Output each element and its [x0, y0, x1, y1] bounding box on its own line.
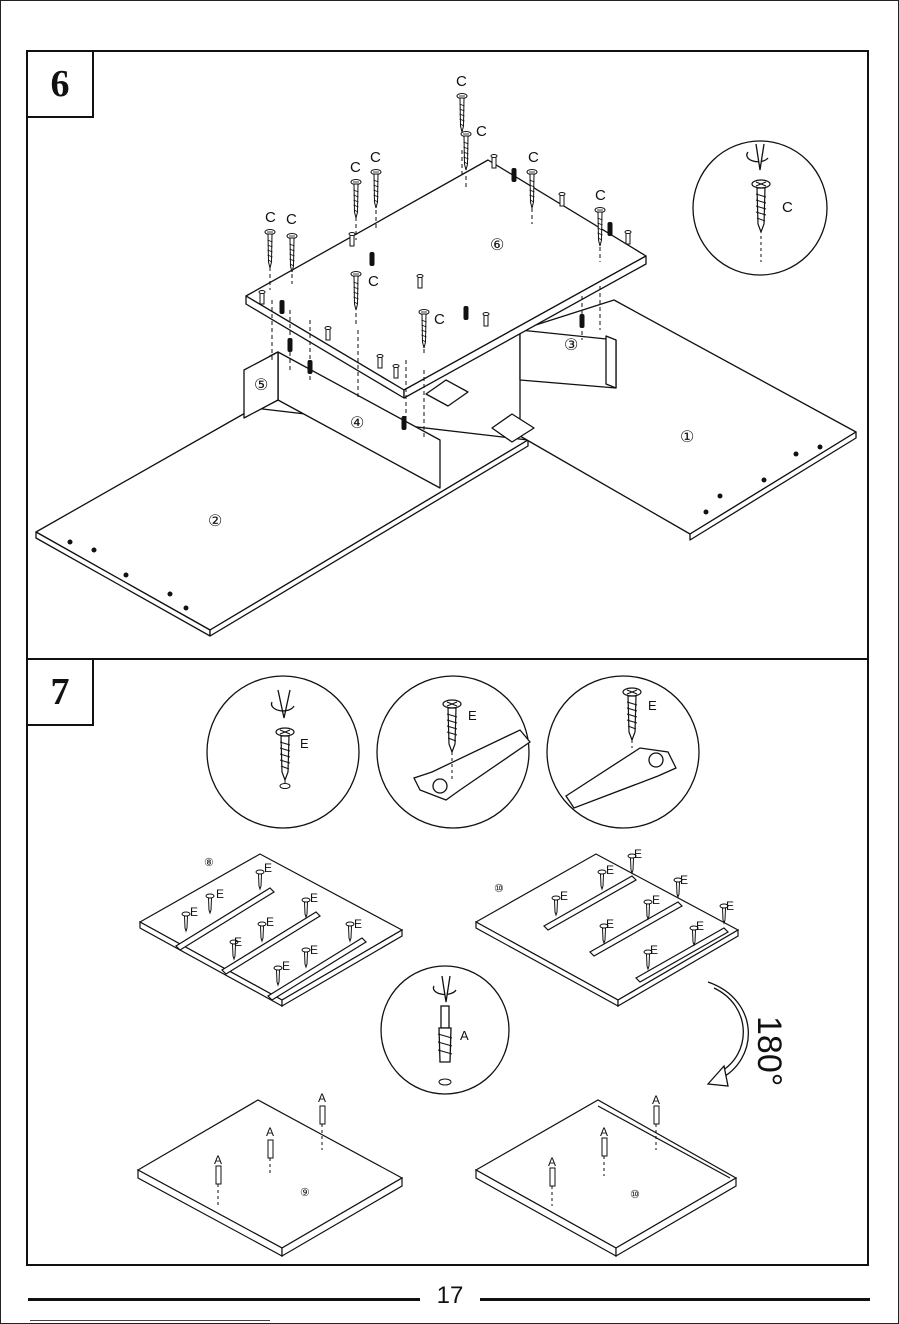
- panel-10-bottom: [476, 1100, 736, 1256]
- label-c: C: [476, 123, 487, 140]
- part-label-2: ②: [208, 513, 222, 530]
- detail-circle-c: C: [693, 141, 827, 275]
- part-label-1: ①: [680, 429, 694, 446]
- label-e: E: [648, 698, 657, 713]
- label-c: C: [350, 159, 361, 176]
- label-e: E: [310, 891, 318, 905]
- label-a: A: [266, 1125, 274, 1139]
- label-e: E: [634, 847, 642, 861]
- label-c: C: [782, 199, 793, 216]
- part-label-5: ⑤: [254, 377, 268, 394]
- label-e: E: [606, 863, 614, 877]
- label-e: E: [264, 861, 272, 875]
- panel-9: [138, 1100, 402, 1256]
- detail-circle-e-2: E: [377, 676, 530, 828]
- label-e: E: [468, 708, 477, 723]
- detail-circle-e-1: E: [207, 676, 359, 828]
- label-e: E: [234, 935, 242, 949]
- label-c: C: [456, 73, 467, 90]
- label-e: E: [266, 915, 274, 929]
- label-c: C: [595, 187, 606, 204]
- footer-rule-left: [28, 1298, 420, 1301]
- part-label-4: ④: [350, 415, 364, 432]
- label-e: E: [282, 959, 290, 973]
- label-e: E: [680, 873, 688, 887]
- label-e: E: [650, 943, 658, 957]
- label-e: E: [190, 905, 198, 919]
- label-a: A: [214, 1153, 222, 1167]
- label-c: C: [434, 311, 445, 328]
- label-c: C: [286, 211, 297, 228]
- label-c: C: [370, 149, 381, 166]
- part-label-6: ⑥: [490, 237, 504, 254]
- label-a: A: [548, 1155, 556, 1169]
- label-e: E: [354, 917, 362, 931]
- label-a: A: [460, 1028, 469, 1043]
- label-c: C: [265, 209, 276, 226]
- part-label-8: ⑧: [204, 857, 214, 869]
- panel-8: [140, 854, 402, 1006]
- page-number: 17: [420, 1282, 480, 1310]
- label-a: A: [318, 1091, 326, 1105]
- detail-circle-a: A: [381, 966, 509, 1094]
- label-e: E: [606, 917, 614, 931]
- panel-2: [36, 408, 528, 630]
- part-label-10: ⑩: [494, 883, 504, 895]
- bottom-rule: [30, 1320, 270, 1321]
- part-label-3: ③: [564, 337, 578, 354]
- footer-rule-right: [480, 1298, 870, 1301]
- label-e: E: [726, 899, 734, 913]
- label-e: E: [310, 943, 318, 957]
- part-label-10: ⑩: [630, 1189, 640, 1201]
- label-e: E: [300, 736, 309, 751]
- rotation-arrow: [708, 982, 748, 1086]
- connector-plate: [426, 380, 468, 406]
- label-e: E: [216, 887, 224, 901]
- label-e: E: [696, 919, 704, 933]
- label-a: A: [652, 1093, 660, 1107]
- detail-circle-e-3: E: [547, 676, 699, 828]
- label-c: C: [528, 149, 539, 166]
- label-a: A: [600, 1125, 608, 1139]
- part-label-9: ⑨: [300, 1187, 310, 1199]
- rotation-label: 180°: [750, 1016, 788, 1086]
- label-c: C: [368, 273, 379, 290]
- label-e: E: [560, 889, 568, 903]
- label-e: E: [652, 893, 660, 907]
